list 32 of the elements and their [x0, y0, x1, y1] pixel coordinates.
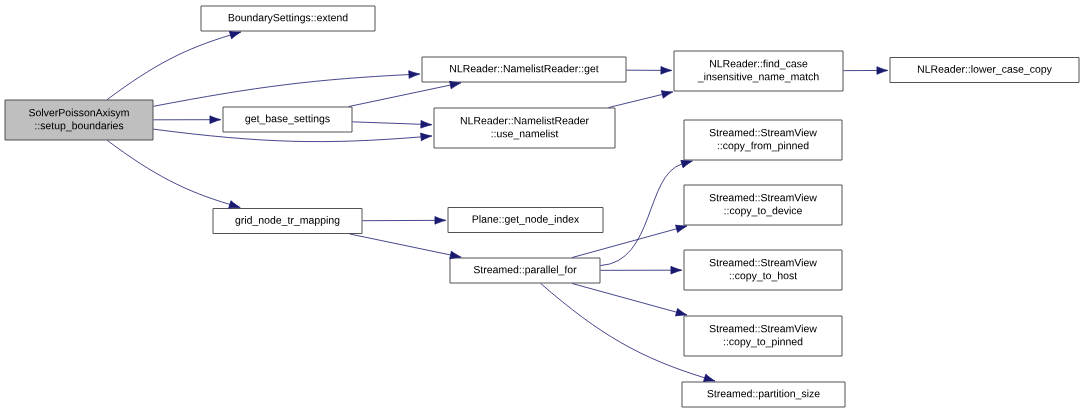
arrow — [352, 120, 433, 129]
function-box: NLReader::NamelistReader ::use_namelist — [433, 107, 616, 149]
function-box: Streamed::partition_size — [681, 381, 846, 408]
arrow — [349, 233, 462, 260]
arrow — [540, 283, 716, 382]
function-box: NLReader::lower_case_copy — [889, 57, 1080, 83]
function-box: Streamed::parallel_for — [449, 257, 601, 284]
function-box: get_base_settings — [222, 106, 353, 133]
arrow — [153, 115, 222, 124]
function-box: grid_node_tr_mapping — [212, 208, 363, 234]
function-box: Streamed::StreamView ::copy_from_pinned — [683, 119, 843, 161]
arrow — [571, 224, 688, 258]
function-box: Streamed::StreamView ::copy_to_host — [683, 249, 843, 291]
arrow — [843, 66, 889, 75]
arrow — [153, 128, 433, 142]
function-box: Streamed::StreamView ::copy_to_pinned — [683, 315, 843, 357]
function-box: SolverPoissonAxisym ::setup_boundaries — [4, 99, 154, 141]
function-box: BoundarySettings::extend — [200, 5, 376, 32]
arrow — [608, 90, 674, 108]
arrow — [600, 159, 693, 266]
function-box: NLReader::find_case _insensitive_name_match — [673, 50, 844, 92]
arrow — [626, 66, 673, 75]
arrow — [571, 283, 688, 317]
arrow — [600, 265, 683, 275]
arrow — [106, 31, 242, 100]
arrow — [348, 80, 462, 107]
function-box: Streamed::StreamView ::copy_to_device — [683, 184, 843, 226]
arrow — [362, 216, 447, 225]
arrow — [153, 70, 421, 107]
arrow — [106, 140, 241, 209]
function-box: NLReader::NamelistReader::get — [421, 56, 627, 83]
function-box: Plane::get_node_index — [447, 207, 604, 233]
